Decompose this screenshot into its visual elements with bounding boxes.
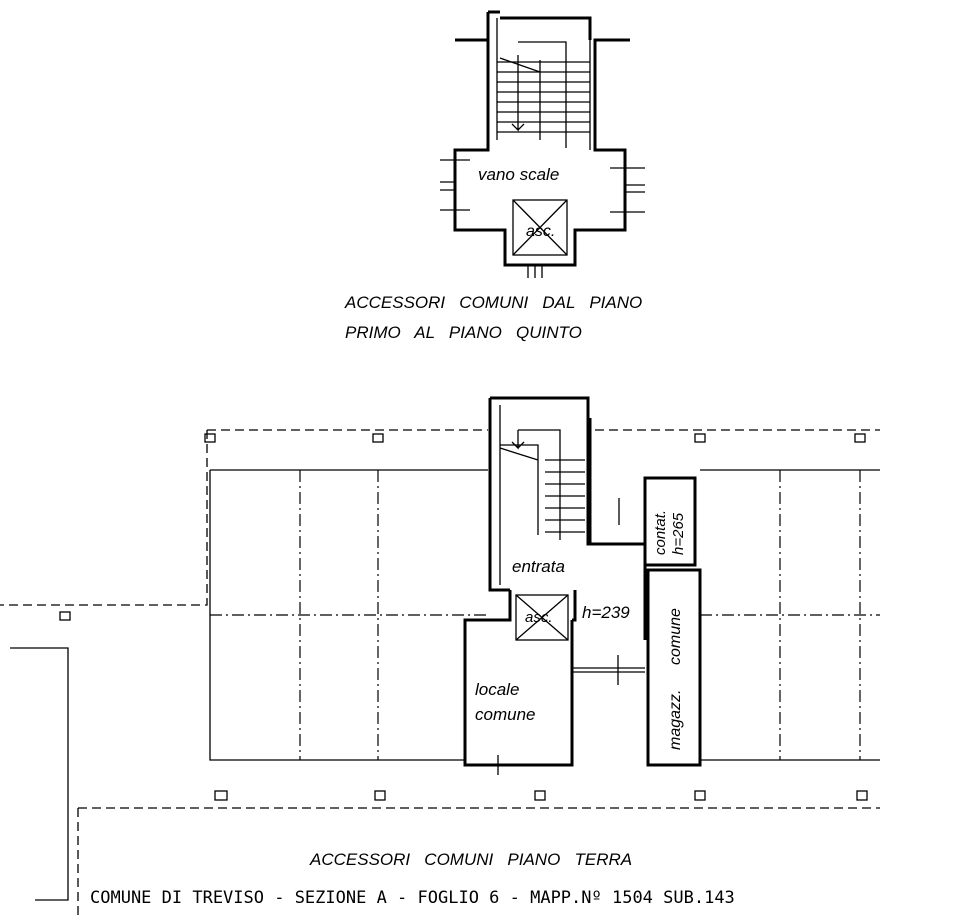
common-room-label-1: locale bbox=[475, 680, 519, 699]
room-label-vano-scale: vano scale bbox=[478, 165, 559, 184]
storage-label-2: comune bbox=[667, 608, 684, 665]
meter-room-height: h=265 bbox=[670, 512, 687, 555]
meter-room-label: contat. bbox=[652, 510, 669, 555]
elevator-shaft bbox=[512, 199, 568, 278]
storage-label-1: magazz. bbox=[667, 690, 684, 750]
ground-floor-plan: entrata asc. h=239 contat. h=265 magazz.… bbox=[0, 396, 880, 920]
elevator-label: asc. bbox=[525, 609, 553, 626]
ceiling-height-label: h=239 bbox=[582, 603, 630, 622]
elevator-label: asc. bbox=[526, 223, 555, 240]
columns bbox=[59, 433, 868, 801]
cadastral-caption: COMUNE DI TREVISO - SEZIONE A - FOGLIO 6… bbox=[90, 888, 735, 908]
upper-plan-title-line1: ACCESSORI COMUNI DAL PIANO bbox=[344, 293, 642, 312]
common-room-label-2: comune bbox=[475, 705, 535, 724]
stair-treads bbox=[499, 430, 585, 533]
upper-floor-plan: vano scale asc. ACCESSORI COMUNI DAL PIA… bbox=[344, 10, 645, 342]
ground-plan-title: ACCESSORI COMUNI PIANO TERRA bbox=[309, 850, 632, 869]
upper-plan-title-line2: PRIMO AL PIANO QUINTO bbox=[345, 323, 582, 342]
elevator-shaft bbox=[515, 594, 569, 641]
stair-treads bbox=[497, 55, 590, 133]
room-label-entrata: entrata bbox=[512, 557, 565, 576]
